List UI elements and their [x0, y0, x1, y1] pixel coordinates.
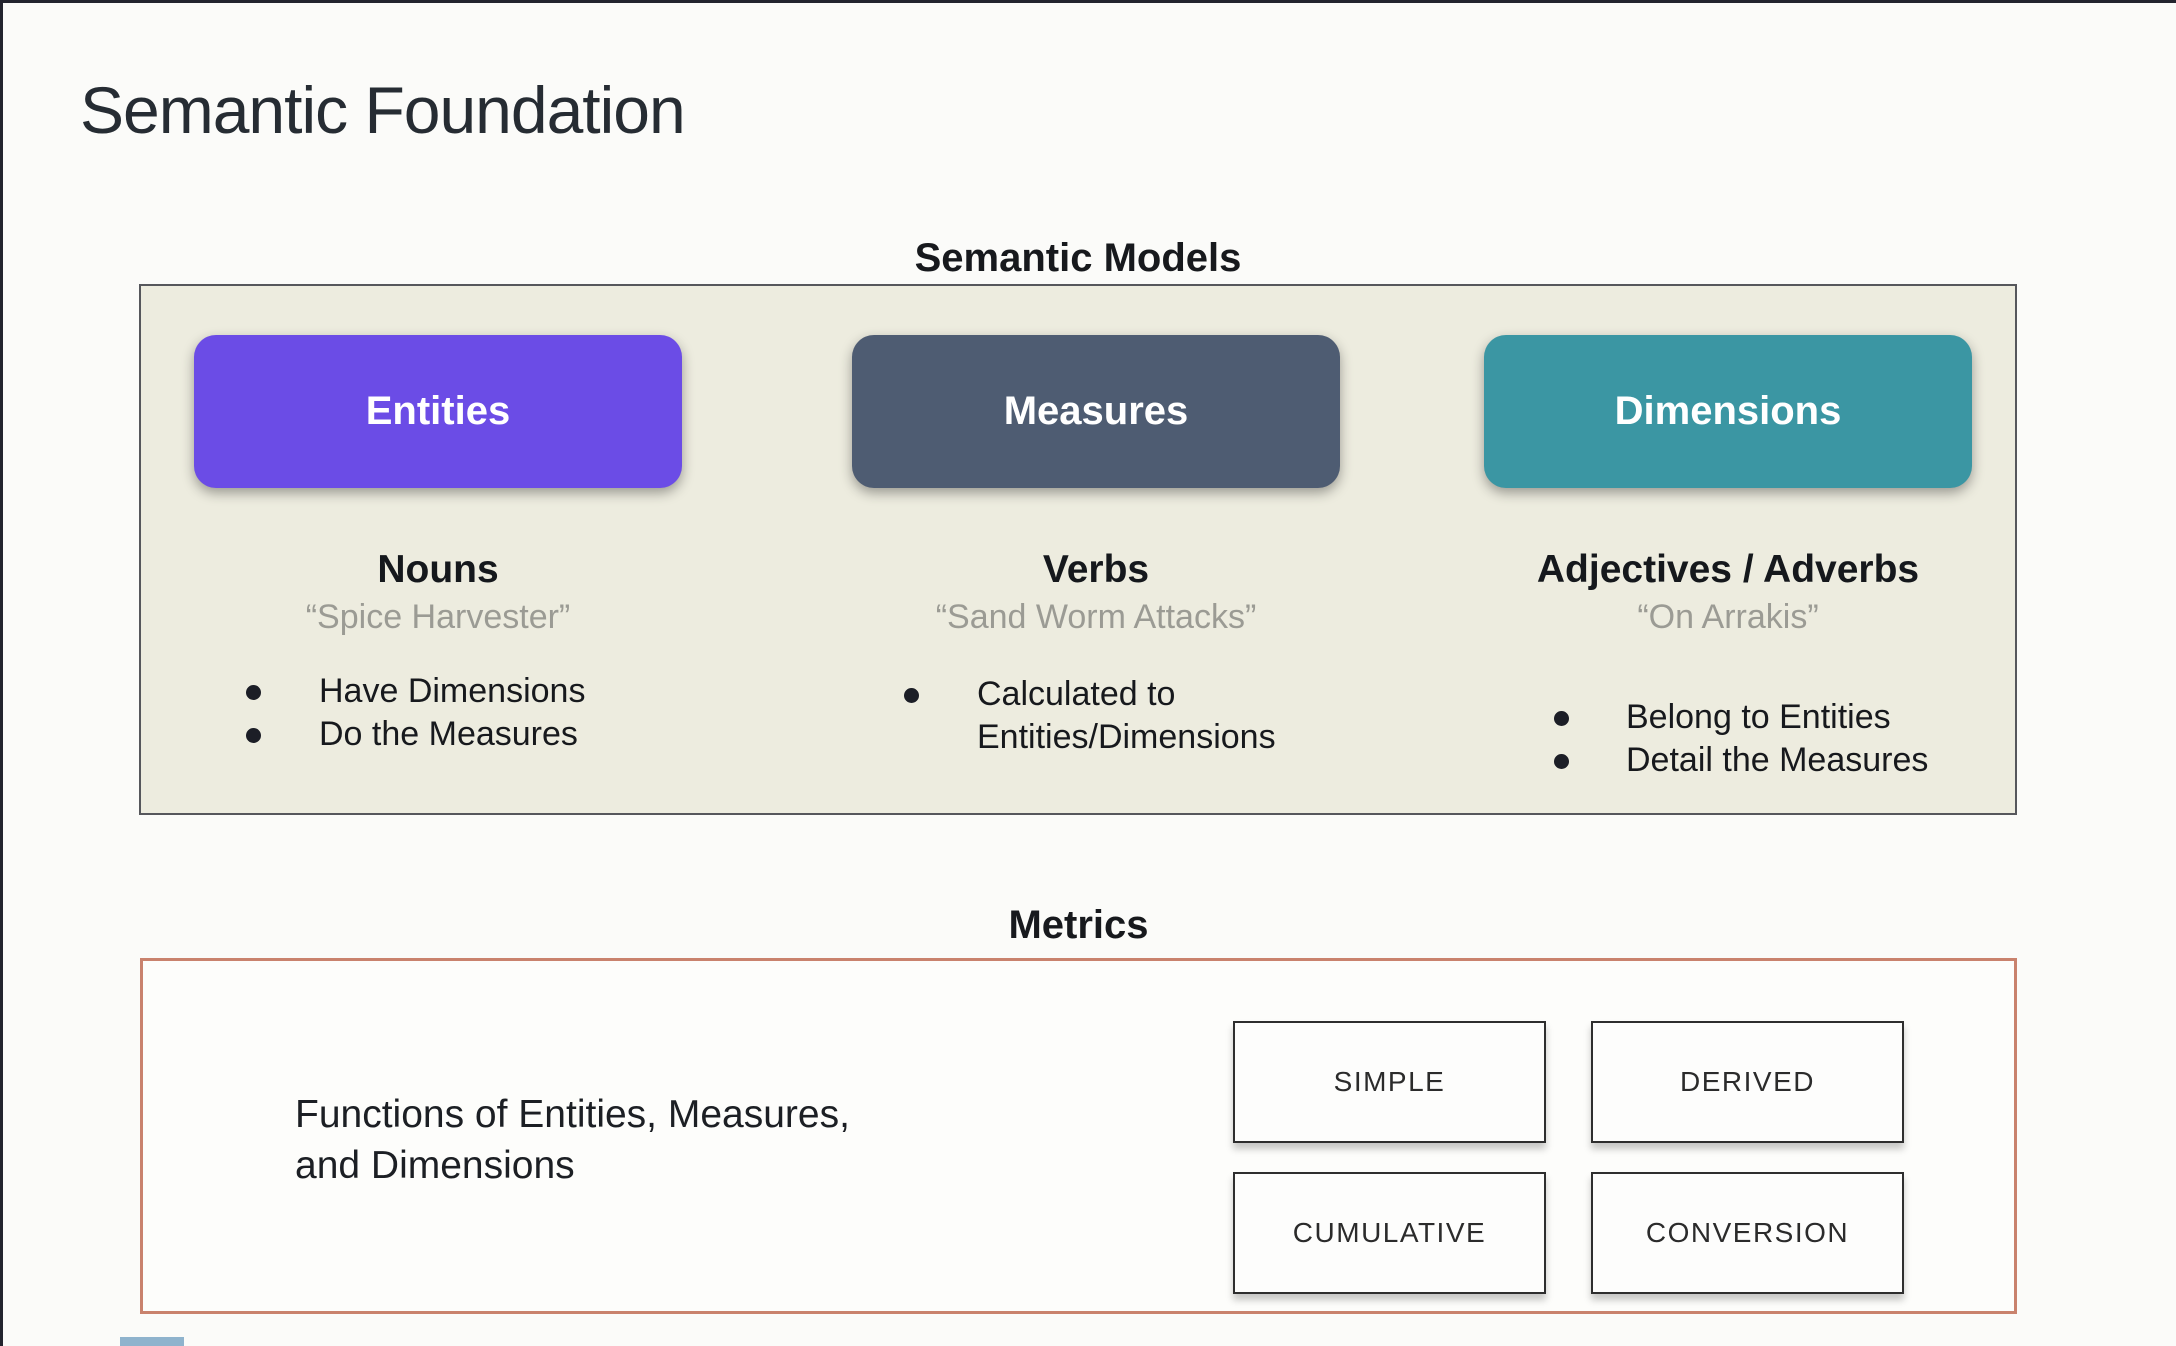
entities-category-label: Nouns	[377, 548, 499, 591]
measures-category-label: Verbs	[1042, 548, 1150, 591]
semantic-models-heading: Semantic Models	[914, 236, 1242, 280]
metric-type-derived: DERIVED	[1591, 1021, 1904, 1143]
dimensions-example-quote: “On Arrakis”	[1637, 598, 1819, 636]
measures-example-quote: “Sand Worm Attacks”	[935, 598, 1257, 636]
dimensions-category-label: Adjectives / Adverbs	[1536, 548, 1920, 591]
metrics-heading: Metrics	[1008, 903, 1149, 947]
dimensions-column: Dimensions Adjectives / Adverbs “On Arra…	[1484, 286, 1972, 813]
bullet-item: Detail the Measures	[1484, 739, 1972, 782]
measures-column: Measures Verbs “Sand Worm Attacks” Calcu…	[852, 286, 1340, 813]
partially-visible-element	[120, 1337, 184, 1346]
window-frame-top-edge	[0, 0, 2176, 3]
metric-type-conversion: CONVERSION	[1591, 1172, 1904, 1294]
metrics-description-line2: and Dimensions	[295, 1144, 575, 1187]
metrics-description: Functions of Entities, Measures, and Dim…	[295, 1089, 850, 1191]
semantic-models-panel: Entities Nouns “Spice Harvester” Have Di…	[139, 284, 2017, 815]
dimensions-bullet-list: Belong to Entities Detail the Measures	[1484, 696, 1972, 782]
bullet-item: Belong to Entities	[1484, 696, 1972, 739]
entities-bullet-list: Have Dimensions Do the Measures	[194, 670, 682, 756]
bullet-item: Calculated to Entities/Dimensions	[852, 673, 1340, 759]
metric-type-simple: SIMPLE	[1233, 1021, 1546, 1143]
dimensions-pill: Dimensions	[1484, 335, 1972, 488]
entities-pill: Entities	[194, 335, 682, 488]
metric-type-cumulative: CUMULATIVE	[1233, 1172, 1546, 1294]
window-frame-left-edge	[0, 0, 3, 1346]
measures-pill: Measures	[852, 335, 1340, 488]
bullet-item: Have Dimensions	[194, 670, 682, 713]
entities-column: Entities Nouns “Spice Harvester” Have Di…	[194, 286, 682, 813]
slide-title: Semantic Foundation	[80, 73, 686, 147]
bullet-item: Do the Measures	[194, 713, 682, 756]
metrics-description-line1: Functions of Entities, Measures,	[295, 1093, 850, 1136]
metrics-panel: Functions of Entities, Measures, and Dim…	[140, 958, 2017, 1314]
measures-bullet-list: Calculated to Entities/Dimensions	[852, 673, 1340, 759]
metric-type-grid: SIMPLE DERIVED CUMULATIVE CONVERSION	[1233, 1021, 1904, 1294]
entities-example-quote: “Spice Harvester”	[305, 598, 571, 636]
